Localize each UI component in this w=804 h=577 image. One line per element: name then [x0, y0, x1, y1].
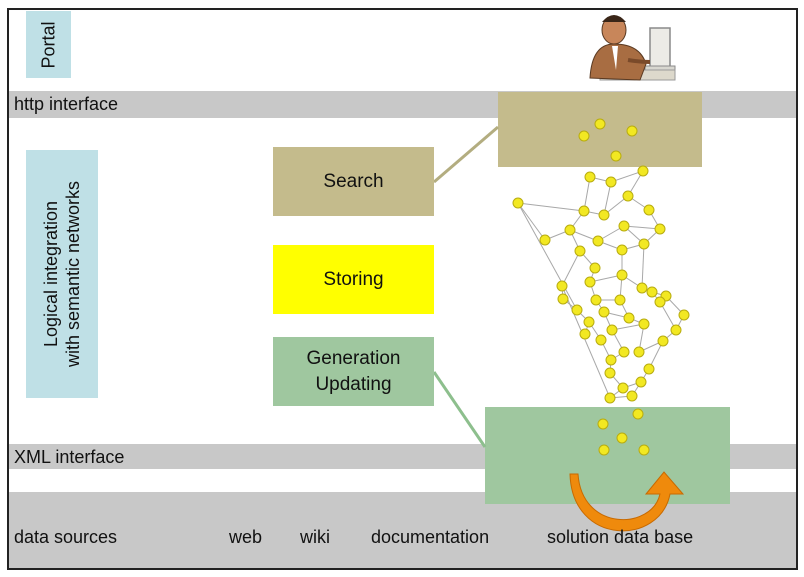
- network-node: [654, 223, 666, 235]
- network-node: [657, 335, 669, 347]
- search-connector: [433, 125, 499, 184]
- network-node: [623, 312, 635, 324]
- network-node: [539, 234, 551, 246]
- network-node: [637, 165, 649, 177]
- network-edge: [610, 170, 644, 183]
- network-node: [614, 294, 626, 306]
- network-node: [598, 444, 610, 456]
- network-node: [557, 293, 569, 305]
- network-node: [592, 235, 604, 247]
- network-edge: [517, 202, 585, 212]
- user-at-computer-icon: [589, 15, 676, 81]
- network-edge: [583, 176, 591, 212]
- network-nodes: [512, 118, 690, 456]
- network-edge: [561, 285, 611, 399]
- data-sources-label: data sources: [14, 527, 118, 547]
- network-edge: [603, 181, 612, 216]
- network-node: [643, 363, 655, 375]
- network-edge: [517, 202, 546, 241]
- network-node: [589, 262, 601, 274]
- search-label: Search: [323, 170, 384, 192]
- network-node: [616, 269, 628, 281]
- network-node: [643, 204, 655, 216]
- storing-label: Storing: [323, 268, 384, 290]
- network-node: [584, 276, 596, 288]
- network-node: [590, 294, 602, 306]
- generation-updating-label: Generation Updating: [306, 347, 401, 395]
- network-node: [646, 286, 658, 298]
- network-node: [605, 176, 617, 188]
- network-node: [636, 282, 648, 294]
- network-node: [633, 346, 645, 358]
- source-web: web: [229, 527, 263, 547]
- network-node: [617, 382, 629, 394]
- network-node: [670, 324, 682, 336]
- network-node: [626, 390, 638, 402]
- generation-connector: [432, 371, 487, 448]
- network-edge: [641, 243, 645, 289]
- diagram-frame: [7, 8, 798, 570]
- network-node: [622, 190, 634, 202]
- logical-integration-label: Logical integration with semantic networ…: [26, 150, 98, 398]
- network-node: [635, 376, 647, 388]
- network-node: [574, 245, 586, 257]
- storing-box: Storing: [273, 245, 434, 314]
- network-edge: [623, 225, 661, 230]
- network-node: [594, 118, 606, 130]
- network-node: [618, 346, 630, 358]
- source-documentation: documentation: [371, 527, 490, 547]
- network-node: [595, 334, 607, 346]
- network-node: [604, 392, 616, 404]
- http-interface-label: http interface: [14, 94, 119, 114]
- source-wiki: wiki: [300, 527, 330, 547]
- cycle-arrow-icon: [569, 471, 685, 532]
- network-node: [597, 418, 609, 430]
- portal-label: Portal: [26, 11, 71, 78]
- network-node: [598, 306, 610, 318]
- network-node: [578, 205, 590, 217]
- network-node: [605, 354, 617, 366]
- network-node: [678, 309, 690, 321]
- network-node: [618, 220, 630, 232]
- network-edge: [561, 250, 581, 287]
- network-node: [638, 318, 650, 330]
- network-node: [638, 238, 650, 250]
- network-node: [578, 130, 590, 142]
- network-node: [512, 197, 524, 209]
- network-node: [606, 324, 618, 336]
- network-node: [584, 171, 596, 183]
- network-node: [571, 304, 583, 316]
- source-solution-data-base: solution data base: [547, 527, 694, 547]
- network-edge: [517, 202, 578, 311]
- network-node: [654, 296, 666, 308]
- network-node: [638, 444, 650, 456]
- network-node: [616, 244, 628, 256]
- network-node: [610, 150, 622, 162]
- search-box: Search: [273, 147, 434, 216]
- network-node: [626, 125, 638, 137]
- network-node: [632, 408, 644, 420]
- network-node: [583, 316, 595, 328]
- network-edges: [517, 170, 685, 399]
- network-node: [604, 367, 616, 379]
- network-node: [616, 432, 628, 444]
- network-node: [598, 209, 610, 221]
- xml-interface-label: XML interface: [14, 447, 125, 467]
- generation-updating-box: Generation Updating: [273, 337, 434, 406]
- network-node: [579, 328, 591, 340]
- network-node: [556, 280, 568, 292]
- network-node: [564, 224, 576, 236]
